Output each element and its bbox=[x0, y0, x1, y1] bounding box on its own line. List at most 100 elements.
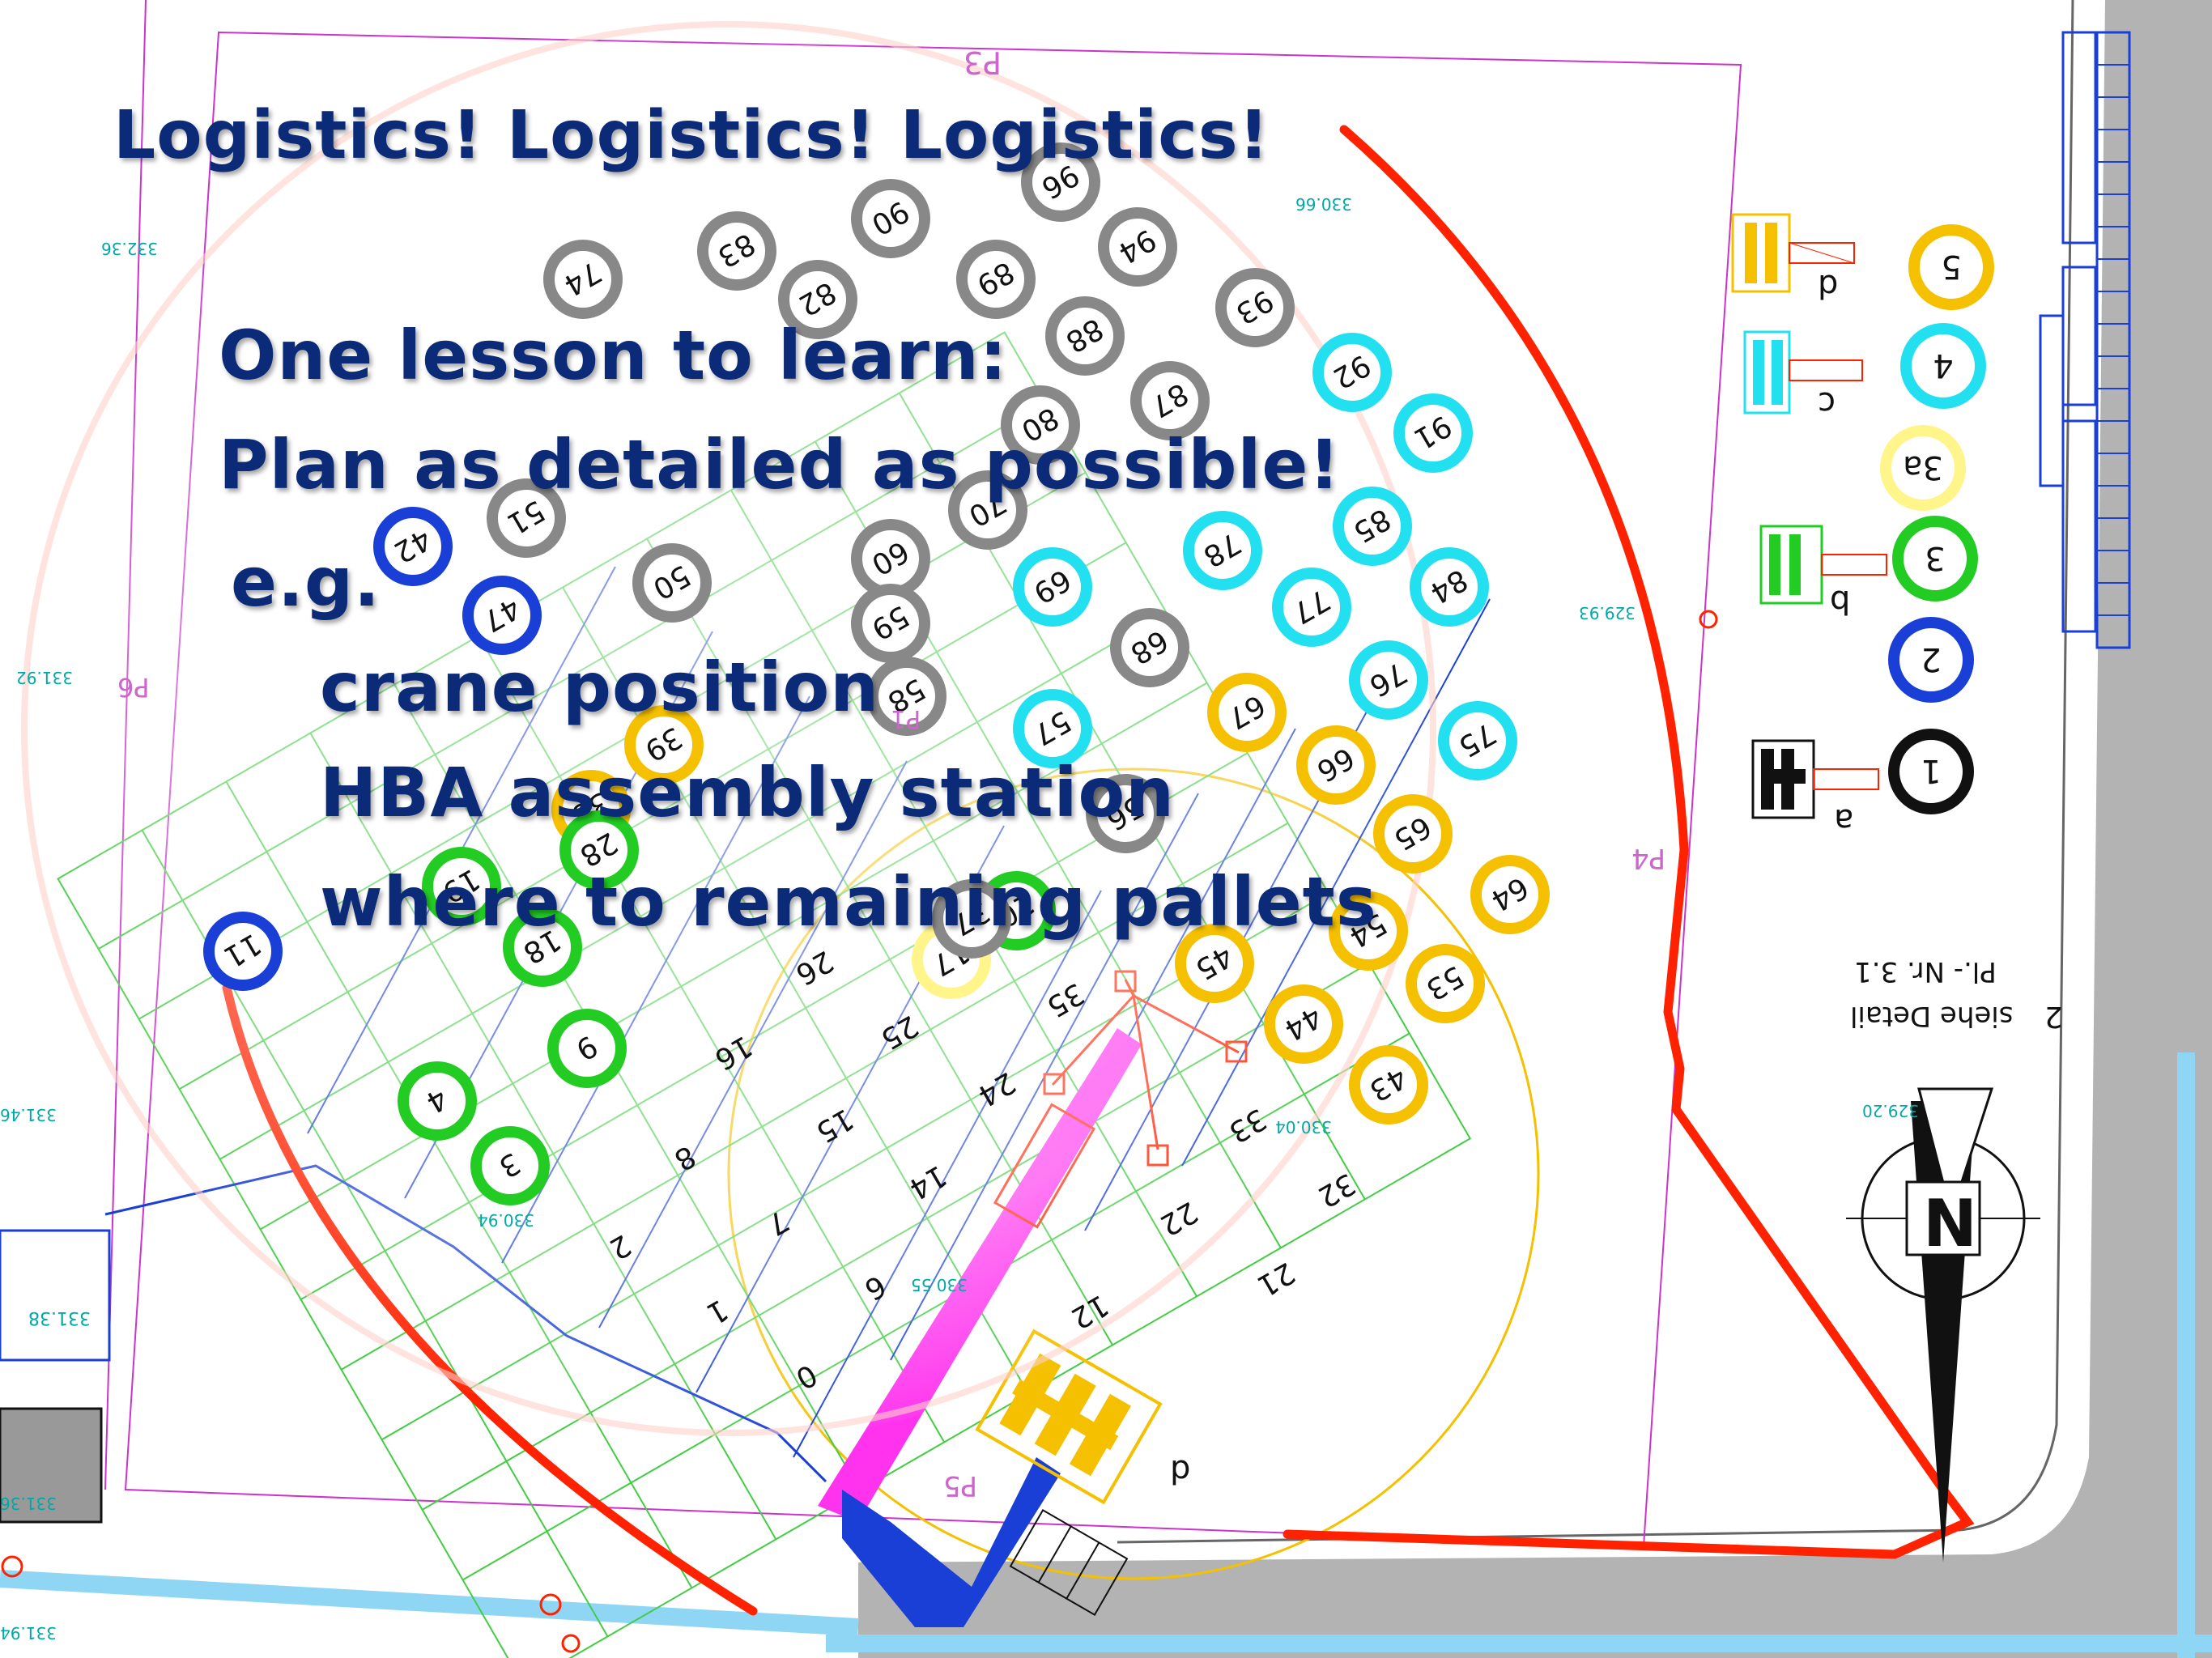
pallet-3: 3 bbox=[470, 1126, 550, 1205]
pallet-75: 75 bbox=[1438, 701, 1517, 780]
legend-circle-ring bbox=[1892, 516, 1978, 602]
pallet-circle bbox=[503, 908, 582, 987]
pallet-67: 67 bbox=[1207, 673, 1287, 752]
pallet-50: 50 bbox=[632, 543, 712, 623]
pallet-77: 77 bbox=[1272, 568, 1351, 647]
pallet-circle bbox=[932, 879, 1011, 959]
pallet-circle bbox=[697, 211, 776, 291]
road-inner-edge bbox=[1117, 0, 2074, 1544]
pallet-circle bbox=[867, 657, 946, 736]
legend-circle-label: 5 bbox=[1941, 248, 1961, 285]
legend-circle-5: 5 bbox=[1908, 224, 1994, 310]
grid-number-21: 21 bbox=[1252, 1256, 1300, 1303]
pallet-58: 58 bbox=[867, 657, 946, 736]
pallet-60: 60 bbox=[851, 519, 930, 598]
legend-circle-label: 4 bbox=[1933, 346, 1953, 384]
pallet-circle bbox=[1130, 361, 1210, 440]
pallet-circle bbox=[1013, 689, 1092, 768]
pallet-87: 87 bbox=[1130, 361, 1210, 440]
pallet-44: 44 bbox=[1264, 984, 1343, 1064]
pallet-circle bbox=[1333, 487, 1412, 566]
legend-circle-ring bbox=[1888, 729, 1974, 814]
pallet-circle bbox=[948, 470, 1027, 550]
legend-circle-4: 4 bbox=[1900, 323, 1986, 409]
pallet-80: 80 bbox=[1001, 385, 1080, 465]
pallet-28: 28 bbox=[559, 810, 639, 890]
pallet-83: 83 bbox=[697, 211, 776, 291]
pallet-circle bbox=[203, 912, 283, 991]
pallet-53: 53 bbox=[1406, 944, 1485, 1023]
pallet-circle bbox=[778, 260, 857, 339]
pallet-circle bbox=[1183, 511, 1262, 590]
pallet-circle bbox=[624, 705, 704, 784]
pallet-64: 64 bbox=[1470, 855, 1550, 934]
pallet-37: 37 bbox=[932, 879, 1011, 959]
water-line bbox=[0, 1052, 2212, 1658]
pallet-circle bbox=[851, 179, 930, 258]
pallet-89: 89 bbox=[956, 240, 1036, 319]
pallet-92: 92 bbox=[1312, 333, 1392, 412]
pallet-circle bbox=[1264, 984, 1343, 1064]
pallet-54: 54 bbox=[1329, 891, 1408, 971]
pallet-markers: 9291858476756564665453454443171094311969… bbox=[203, 142, 1550, 1205]
pallet-circle bbox=[422, 847, 501, 926]
north-arrow bbox=[1846, 1087, 2040, 1562]
legend-circle-label: 3 bbox=[1925, 539, 1945, 576]
pallet-circle bbox=[1098, 207, 1177, 287]
pallet-circle bbox=[398, 1061, 477, 1141]
pallet-11: 11 bbox=[203, 912, 283, 991]
pallet-circle bbox=[1175, 924, 1254, 1003]
pallet-69: 69 bbox=[1013, 547, 1092, 627]
pallet-85: 85 bbox=[1333, 487, 1412, 566]
pallet-96: 96 bbox=[1021, 142, 1100, 222]
legend-circle-3a: 3a bbox=[1880, 425, 1966, 511]
pallet-circle bbox=[547, 1009, 627, 1088]
legend-circle-label: 2 bbox=[1921, 640, 1941, 678]
pallet-74: 74 bbox=[543, 240, 623, 319]
legend-circle-ring bbox=[1888, 617, 1974, 703]
station-b bbox=[1759, 525, 1887, 605]
pallet-circle bbox=[1410, 547, 1489, 627]
pallet-56: 56 bbox=[1086, 774, 1165, 853]
pallet-39: 39 bbox=[624, 705, 704, 784]
pallet-circle bbox=[487, 478, 566, 558]
pallet-66: 66 bbox=[1296, 725, 1376, 805]
pallet-circle bbox=[1021, 142, 1100, 222]
pallet-circle bbox=[1013, 547, 1092, 627]
pallet-90: 90 bbox=[851, 179, 930, 258]
pallet-51: 51 bbox=[487, 478, 566, 558]
pallet-circle bbox=[1373, 794, 1453, 874]
pallet-18: 18 bbox=[503, 908, 582, 987]
pallet-circle bbox=[1470, 855, 1550, 934]
legend-circle-ring bbox=[1900, 323, 1986, 409]
pallet-57: 57 bbox=[1013, 689, 1092, 768]
pallet-circle bbox=[559, 810, 639, 890]
legend-circle-ring bbox=[1880, 425, 1966, 511]
pallet-65: 65 bbox=[1373, 794, 1453, 874]
pallet-circle bbox=[1086, 774, 1165, 853]
pallet-70: 70 bbox=[948, 470, 1027, 550]
pallet-circle bbox=[1329, 891, 1408, 971]
pallet-circle bbox=[1438, 701, 1517, 780]
pallet-circle bbox=[632, 543, 712, 623]
pallet-circle bbox=[462, 576, 542, 655]
legend-circle-2: 2 bbox=[1888, 617, 1974, 703]
survey-markers bbox=[1, 610, 1718, 1653]
pallet-circle bbox=[1001, 385, 1080, 465]
pallet-circle bbox=[543, 240, 623, 319]
pallet-circle bbox=[373, 507, 453, 586]
pallet-45: 45 bbox=[1175, 924, 1254, 1003]
pallet-43: 43 bbox=[1349, 1045, 1428, 1124]
station-c bbox=[1743, 330, 1863, 414]
pallet-59: 59 bbox=[851, 584, 930, 663]
pallet-4: 4 bbox=[398, 1061, 477, 1141]
parking-stalls-top bbox=[2039, 31, 2131, 649]
station-d bbox=[1731, 213, 1855, 293]
crane-base bbox=[842, 1457, 1061, 1627]
parking-stall-lines bbox=[2097, 64, 2129, 616]
pallet-circle bbox=[1110, 608, 1189, 687]
pallet-91: 91 bbox=[1393, 393, 1473, 473]
truck-outline bbox=[1009, 1508, 1129, 1617]
